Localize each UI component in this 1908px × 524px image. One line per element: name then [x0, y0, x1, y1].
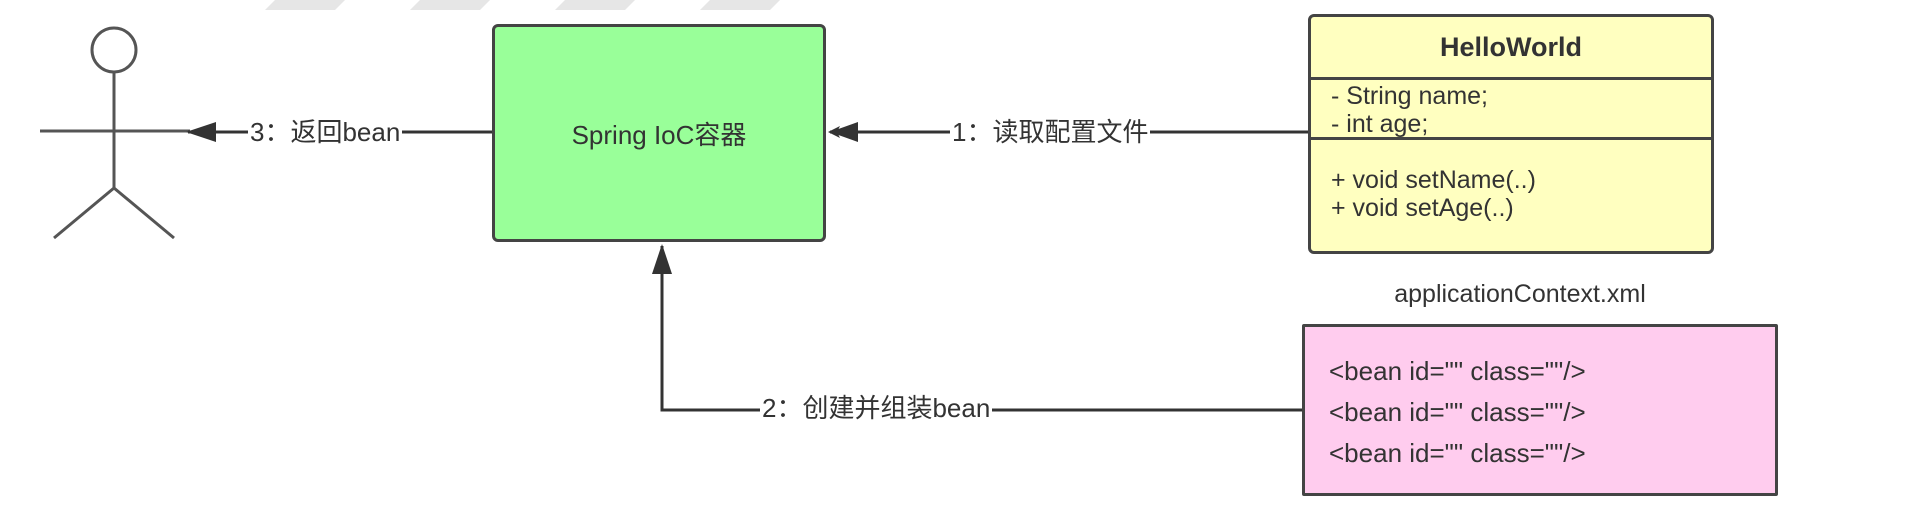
actor-figure: [40, 26, 190, 240]
arrowhead: [186, 122, 216, 142]
arrowhead: [830, 122, 858, 142]
xml-bean-line: <bean id="" class=""/>: [1329, 356, 1586, 386]
helloworld-class-box[interactable]: HelloWorld - String name; - int age; + v…: [1308, 14, 1714, 254]
arrowhead: [652, 244, 672, 274]
xml-filename-label: applicationContext.xml: [1394, 280, 1646, 308]
class-method: + void setName(..): [1331, 166, 1536, 194]
xml-config-box[interactable]: <bean id="" class=""/> <bean id="" class…: [1302, 324, 1778, 496]
class-attribute: - int age;: [1331, 110, 1429, 138]
class-attribute: - String name;: [1331, 82, 1489, 110]
ioc-container-box[interactable]: Spring IoC容器: [492, 24, 826, 242]
edge-create-bean: [652, 244, 1302, 412]
edge-label-return: 3：返回bean: [248, 117, 403, 147]
class-title: HelloWorld: [1311, 17, 1711, 80]
xml-bean-line: <bean id="" class=""/>: [1329, 397, 1586, 427]
class-method: + void setAge(..): [1331, 194, 1514, 222]
ioc-container-label: Spring IoC容器: [571, 119, 747, 150]
xml-bean-line: <bean id="" class=""/>: [1329, 438, 1586, 468]
class-attributes: - String name; - int age;: [1311, 80, 1711, 140]
edge-label-read: 1：读取配置文件: [950, 117, 1151, 147]
class-methods: + void setName(..) + void setAge(..): [1311, 140, 1711, 222]
edge-label-create: 2：创建并组装bean: [760, 393, 993, 423]
